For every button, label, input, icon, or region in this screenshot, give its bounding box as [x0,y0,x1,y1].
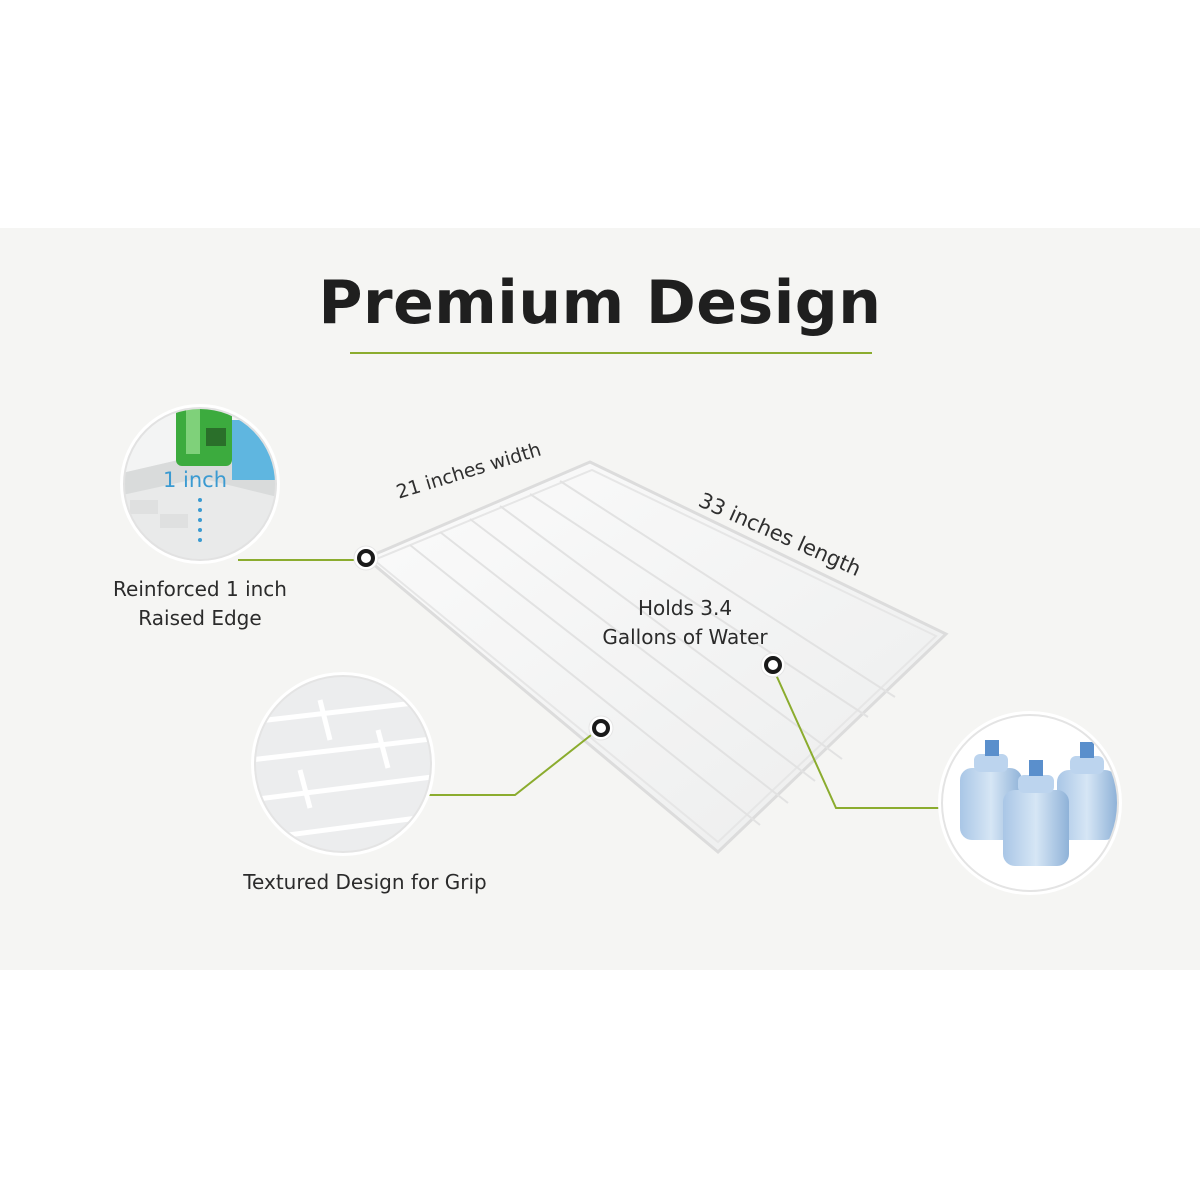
ring-dot-icon [760,652,786,678]
page-title: Premium Design [318,268,882,338]
raised-edge-detail-image [120,404,280,564]
ring-dot-icon [353,545,379,571]
raised-edge-callout: Reinforced 1 inch Raised Edge [90,575,310,633]
ring-dot-icon [588,715,614,741]
raised-edge-line1: Reinforced 1 inch [113,577,287,601]
capacity-line2: Gallons of Water [602,625,768,649]
one-inch-badge: 1 inch [163,468,228,492]
title-underline [350,352,872,354]
water-bottles-image [938,711,1122,895]
tray-grip-texture [409,480,896,826]
callout-connectors [238,559,940,809]
textured-grip-detail-image [251,672,435,856]
raised-edge-line2: Raised Edge [138,606,262,630]
drip-tray [363,460,949,855]
water-bottle-icon [1057,742,1117,840]
capacity-callout: Holds 3.4 Gallons of Water [570,594,800,652]
capacity-line1: Holds 3.4 [637,596,733,620]
water-bottle-icon [1003,760,1069,866]
textured-grip-callout: Textured Design for Grip [243,870,487,894]
